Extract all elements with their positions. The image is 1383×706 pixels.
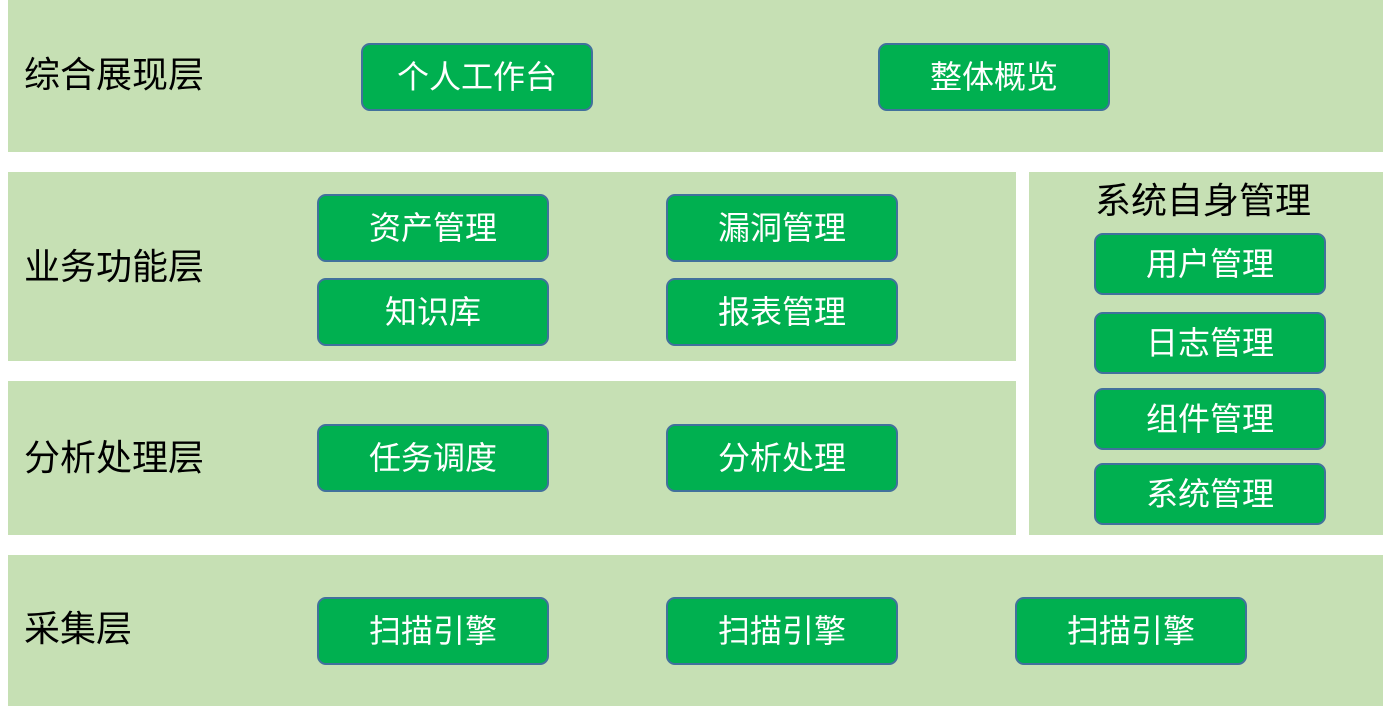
- collection-layer-label: 采集层: [24, 609, 133, 650]
- knowledge-base-box: 知识库: [317, 278, 549, 346]
- personal-workbench-box: 个人工作台: [361, 43, 593, 111]
- task-scheduling-box: 任务调度: [317, 424, 549, 492]
- asset-management-box: 资产管理: [317, 194, 549, 262]
- report-management-box: 报表管理: [666, 278, 898, 346]
- log-management-box: 日志管理: [1094, 312, 1326, 374]
- system-management-title: 系统自身管理: [1095, 181, 1312, 222]
- scan-engine-box-1: 扫描引擎: [317, 597, 549, 665]
- scan-engine-box-2: 扫描引擎: [666, 597, 898, 665]
- system-admin-box: 系统管理: [1094, 463, 1326, 525]
- scan-engine-box-3: 扫描引擎: [1015, 597, 1247, 665]
- analysis-processing-box: 分析处理: [666, 424, 898, 492]
- component-management-box: 组件管理: [1094, 388, 1326, 450]
- analysis-layer-label: 分析处理层: [24, 438, 205, 479]
- overall-overview-box: 整体概览: [878, 43, 1110, 111]
- presentation-layer-label: 综合展现层: [24, 55, 205, 96]
- vulnerability-management-box: 漏洞管理: [666, 194, 898, 262]
- presentation-layer-band: [8, 0, 1383, 152]
- business-layer-label: 业务功能层: [24, 247, 205, 288]
- user-management-box: 用户管理: [1094, 233, 1326, 295]
